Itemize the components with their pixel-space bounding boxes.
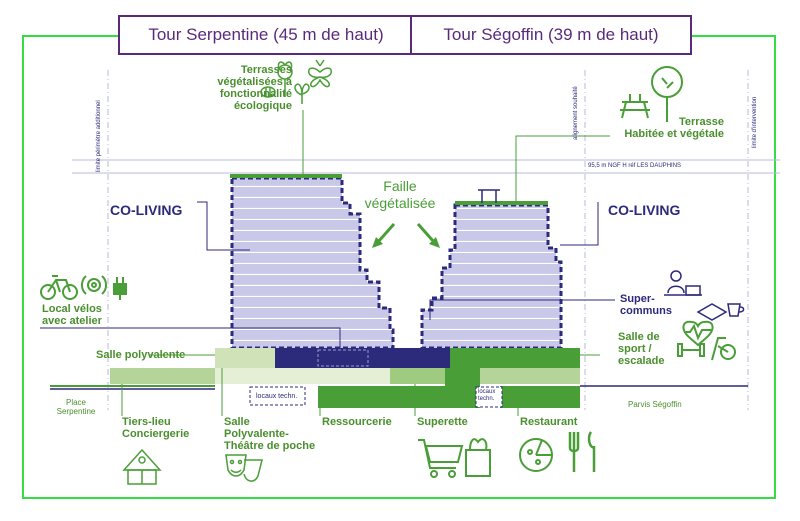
gear-icon [80, 275, 108, 295]
label-salle-theatre-line3: Théâtre de poche [224, 440, 316, 452]
label-terrasses-line2: végétalisées à [217, 76, 292, 88]
coworking-icon [664, 270, 702, 296]
block-restaurant-lower [500, 386, 580, 408]
pizza-icon [519, 438, 553, 472]
label-super-communs: Super- communs [620, 293, 672, 317]
book-coffee-icon [696, 303, 745, 321]
locaux-techn-left-box [249, 386, 306, 406]
block-commons-navy [275, 348, 450, 368]
leader-lines [40, 201, 615, 348]
label-tiers-lieu: Tiers-lieu Conciergerie [122, 416, 189, 440]
label-ressourcerie: Ressourcerie [322, 416, 392, 428]
fork-knife-icon [568, 431, 596, 472]
label-parvis-segoffin: Parvis Ségoffin [628, 400, 682, 409]
block-commons-hatched [317, 349, 369, 367]
label-terrasse-line1: Terrasse [678, 116, 724, 128]
label-salle-theatre-line1: Salle [224, 416, 250, 428]
concierge-icon [122, 448, 162, 485]
label-terrasse-habitee: Terrasse Habitée et végétale [600, 116, 724, 140]
label-salle-polyvalente: Salle polyvalente [96, 349, 186, 361]
leader-lines-green [121, 110, 610, 416]
label-place-line2: Serpentine [56, 407, 96, 416]
theatre-masks-icon [225, 454, 263, 482]
block-salle-theatre [215, 368, 315, 384]
label-coliving-right: CO-LIVING [608, 202, 681, 218]
label-locaux-right-line2: techn. [478, 396, 495, 402]
title-tour-serpentine: Tour Serpentine (45 m de haut) [118, 15, 414, 55]
label-terrasses-line4: écologique [233, 100, 292, 112]
sprout-icon [294, 83, 310, 104]
bee-icon [260, 86, 276, 98]
label-velos-line1: Local vélos [42, 303, 102, 315]
tree-icon [651, 66, 683, 122]
label-locaux-right-line1: locaux [478, 389, 496, 395]
label-super-communs-line2: communs [620, 305, 672, 317]
label-super-communs-line1: Super- [620, 293, 655, 305]
label-local-velos: Local vélos avec atelier [42, 303, 102, 327]
label-terrasses-line3: fonctionnalité [219, 88, 292, 100]
label-sport-line3: escalade [618, 355, 665, 367]
dumbbell-icon [677, 343, 705, 357]
block-superette-upper [390, 368, 445, 384]
label-faille-vegetalisee: Faille végétalisée [345, 178, 455, 212]
label-locaux-techn-left: locaux techn. [256, 393, 298, 400]
label-place-serpentine: Place Serpentine [52, 398, 100, 416]
tower-segoffin [420, 203, 563, 350]
plug-icon [113, 277, 127, 300]
label-sport-line1: Salle de [618, 331, 660, 343]
label-salle-sport: Salle de sport / escalade [618, 331, 664, 367]
block-salle-polyvalente [215, 348, 275, 368]
label-sport-line2: sport / [618, 343, 652, 355]
block-ressourcerie [318, 386, 445, 408]
label-tiers-lieu-line1: Tiers-lieu [122, 416, 171, 428]
label-place-line1: Place [65, 398, 86, 407]
flower-icon [277, 61, 293, 96]
label-velos-line2: avec atelier [42, 315, 102, 327]
block-green-step [445, 368, 480, 408]
locaux-techn-right-box [475, 386, 503, 408]
label-coliving-left: CO-LIVING [110, 202, 183, 218]
label-limite-intervention: limite d'intervention [752, 96, 758, 148]
tower-serpentine [230, 176, 395, 350]
exercise-bike-icon [711, 337, 736, 361]
label-faille-line1: Faille [383, 178, 417, 194]
block-sport [450, 348, 580, 368]
label-terrasses-line1: Terrasses [240, 64, 292, 76]
label-alignement: alignement souhaité [573, 86, 579, 140]
bike-icon [40, 275, 78, 300]
shopping-cart-icon [418, 439, 464, 478]
label-locaux-techn-right: locaux techn. [478, 389, 495, 403]
label-terrasses-vegetalisees: Terrasses végétalisées à fonctionnalité … [186, 64, 292, 112]
label-restaurant: Restaurant [520, 416, 578, 428]
block-mid-light [315, 368, 390, 384]
height-reference-label: 95,5 m NGF H réf LES DAUPHINS [588, 163, 682, 169]
block-restaurant [480, 368, 580, 384]
label-tiers-lieu-line2: Conciergerie [122, 428, 190, 440]
arrow-faille-right-icon [416, 223, 440, 248]
butterfly-icon [308, 59, 332, 88]
picnic-table-icon [620, 94, 650, 119]
label-superette: Superette [417, 416, 468, 428]
label-limite-perimetre: limite périmètre additionnel [96, 100, 102, 172]
arrow-faille-left-icon [372, 223, 396, 248]
grocery-bag-icon [465, 438, 491, 477]
title-tour-segoffin: Tour Ségoffin (39 m de haut) [410, 15, 692, 55]
block-tiers-lieu [110, 368, 215, 384]
roof-pergola-icon [478, 189, 500, 203]
heart-pulse-icon [682, 320, 714, 347]
label-faille-line2: végétalisée [364, 195, 436, 211]
label-terrasse-line2: Habitée et végétale [624, 128, 724, 140]
label-salle-theatre: Salle Polyvalente- Théâtre de poche [224, 416, 315, 452]
label-salle-theatre-line2: Polyvalente- [224, 428, 289, 440]
